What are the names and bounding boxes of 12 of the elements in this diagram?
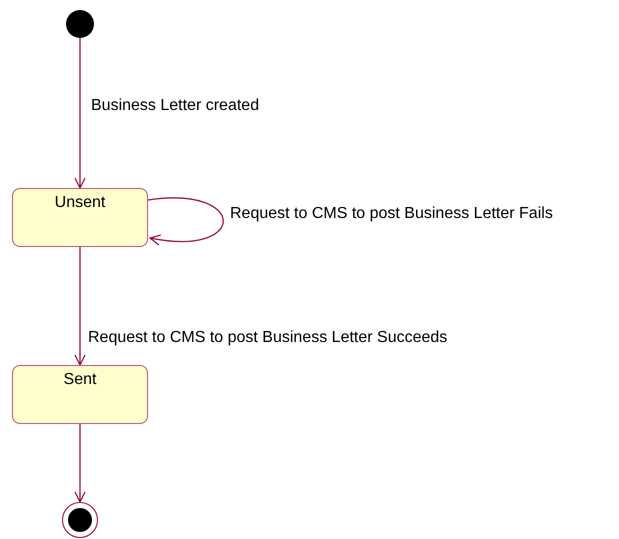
initial-state-circle: [66, 10, 94, 38]
transition-arrow: [74, 247, 86, 366]
edge-label: Request to CMS to post Business Letter Succeeds: [88, 328, 448, 348]
edge-label: Request to CMS to post Business Letter Fails: [230, 204, 553, 224]
state-box: [12, 188, 148, 247]
state-name: Unsent: [54, 193, 106, 213]
state-name: Sent: [64, 370, 96, 390]
transition-arrow: [74, 424, 86, 503]
transition-arrow: [148, 197, 224, 245]
final-state-circle: [62, 502, 98, 538]
state-box: [12, 365, 148, 424]
transition-arrow: [74, 38, 86, 189]
